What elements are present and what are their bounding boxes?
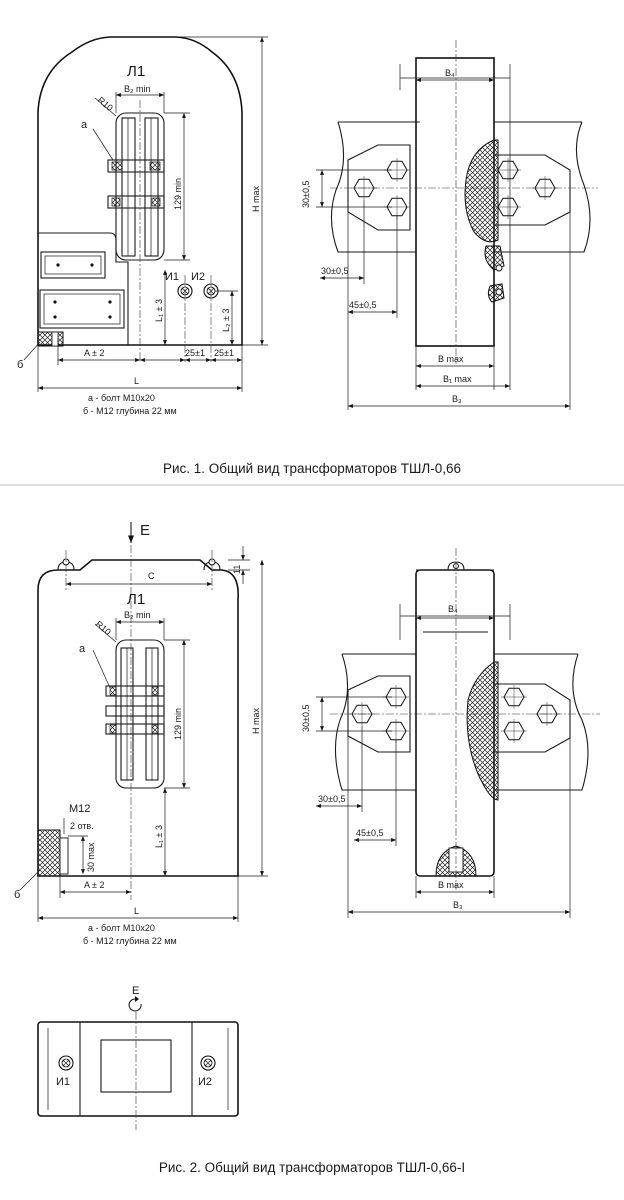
fig1-dim-25-2: 25±1 — [214, 348, 234, 358]
view-e-label-i2: И2 — [198, 1076, 212, 1088]
fig1-front-view: Л1 R10 B₂ min а 129 min H max И1 И2 L₁ ±… — [17, 36, 268, 416]
fig1-note-b: б - М12 глубина 22 мм — [83, 406, 177, 416]
fig2-dim-a: A ± 2 — [84, 880, 104, 890]
fig2-dim-b3: B₃ — [453, 900, 463, 910]
fig1-dim-30-horiz: 30±0,5 — [321, 266, 348, 276]
view-e-label-i1: И1 — [56, 1076, 70, 1088]
fig1-dim-l1: L₁ ± 3 — [154, 299, 164, 322]
fig1-label-r10: R10 — [96, 95, 115, 113]
fig2-dim-45: 45±0,5 — [356, 828, 383, 838]
fig1-dim-45: 45±0,5 — [349, 300, 376, 310]
fig1-dim-30-vert: 30±0,5 — [301, 181, 311, 208]
view-e-rotate-icon — [128, 998, 142, 1012]
fig1-dim-129: 129 min — [173, 178, 183, 210]
fig2-arrow-e: E — [140, 522, 150, 539]
fig1-side-view: B₄ 30±0,5 30±0,5 45±0,5 B max B₁ max B₃ — [301, 40, 598, 410]
fig1-caption: Рис. 1. Общий вид трансформаторов ТШЛ-0,… — [163, 461, 461, 476]
fig2-note-b: б - М12 глубина 22 мм — [83, 936, 177, 946]
fig2-dim-30-vert: 30±0,5 — [301, 705, 311, 732]
fig1-label-i2: И2 — [191, 271, 205, 283]
fig2-label-r10: R10 — [94, 619, 113, 637]
fig1-threaded-hole — [37, 331, 64, 347]
fig1-hatched-section — [464, 139, 499, 243]
fig2-callout-b: б — [14, 889, 20, 901]
fig2-front-view: E — [14, 522, 268, 946]
fig1-dim-25-1: 25±1 — [185, 348, 205, 358]
view-e-terminal-i1 — [58, 1055, 74, 1071]
fig2-dim-11: 11 — [232, 565, 242, 574]
fig1-label-l1: Л1 — [127, 63, 145, 80]
fig1-rating-plate — [39, 251, 125, 329]
fig2-window — [115, 639, 165, 789]
fig1-label-i1: И1 — [165, 271, 179, 283]
fig2-dim-30-horiz: 30±0,5 — [318, 794, 345, 804]
fig1-dim-a: A ± 2 — [84, 348, 104, 358]
fig2-dim-hmax: H max — [251, 707, 261, 734]
fig1-dim-l2: L₂ ± 3 — [221, 309, 231, 332]
fig2-threaded-hole — [37, 829, 61, 877]
fig2-dim-129: 129 min — [173, 708, 183, 740]
fig2-dim-b4: B₄ — [448, 604, 458, 614]
view-e-label: E — [132, 985, 139, 997]
fig2-dim-30max: 30 max — [86, 842, 96, 872]
fig1-callout-a: а — [81, 119, 88, 131]
fig1-dim-l: L — [134, 376, 139, 386]
fig2-dim-c: C — [148, 571, 155, 581]
fig2-label-holes: 2 отв. — [70, 821, 94, 831]
fig2-bolt-a — [105, 685, 165, 735]
fig2-callout-a: а — [79, 643, 86, 655]
fig1-bolt-a — [107, 159, 165, 209]
fig2-note-a: а - болт М10х20 — [88, 923, 155, 933]
fig2-side-view: B₄ 30±0,5 30±0,5 45±0,5 B max B₃ — [301, 548, 600, 918]
fig2-label-b2: B₂ min — [124, 610, 151, 620]
fig2-hatched-section — [466, 661, 499, 801]
fig2-caption: Рис. 2. Общий вид трансформаторов ТШЛ-0,… — [159, 1160, 465, 1175]
view-e-terminal-i2 — [200, 1055, 216, 1071]
fig2-dim-l: L — [134, 906, 139, 916]
fig2-view-e: E И1 И2 — [37, 985, 239, 1130]
fig1-dim-hmax: H max — [251, 185, 261, 212]
fig2-dim-bmax: B max — [438, 880, 464, 890]
fig1-callout-b: б — [17, 359, 23, 371]
fig1-dim-bmax: B max — [438, 354, 464, 364]
fig2-dim-l1: L₁ ± 3 — [154, 825, 164, 848]
fig1-dim-b3: B₃ — [452, 394, 462, 404]
fig1-dim-b1max: B₁ max — [443, 374, 472, 384]
fig2-label-m12: М12 — [69, 803, 90, 815]
fig1-note-a: а - болт М10х20 — [88, 393, 155, 403]
fig1-dim-b4: B₄ — [445, 68, 455, 78]
fig1-label-b2: B₂ min — [124, 84, 151, 94]
fig2-housing-outline — [37, 559, 239, 877]
fig2-label-l1: Л1 — [127, 591, 145, 608]
